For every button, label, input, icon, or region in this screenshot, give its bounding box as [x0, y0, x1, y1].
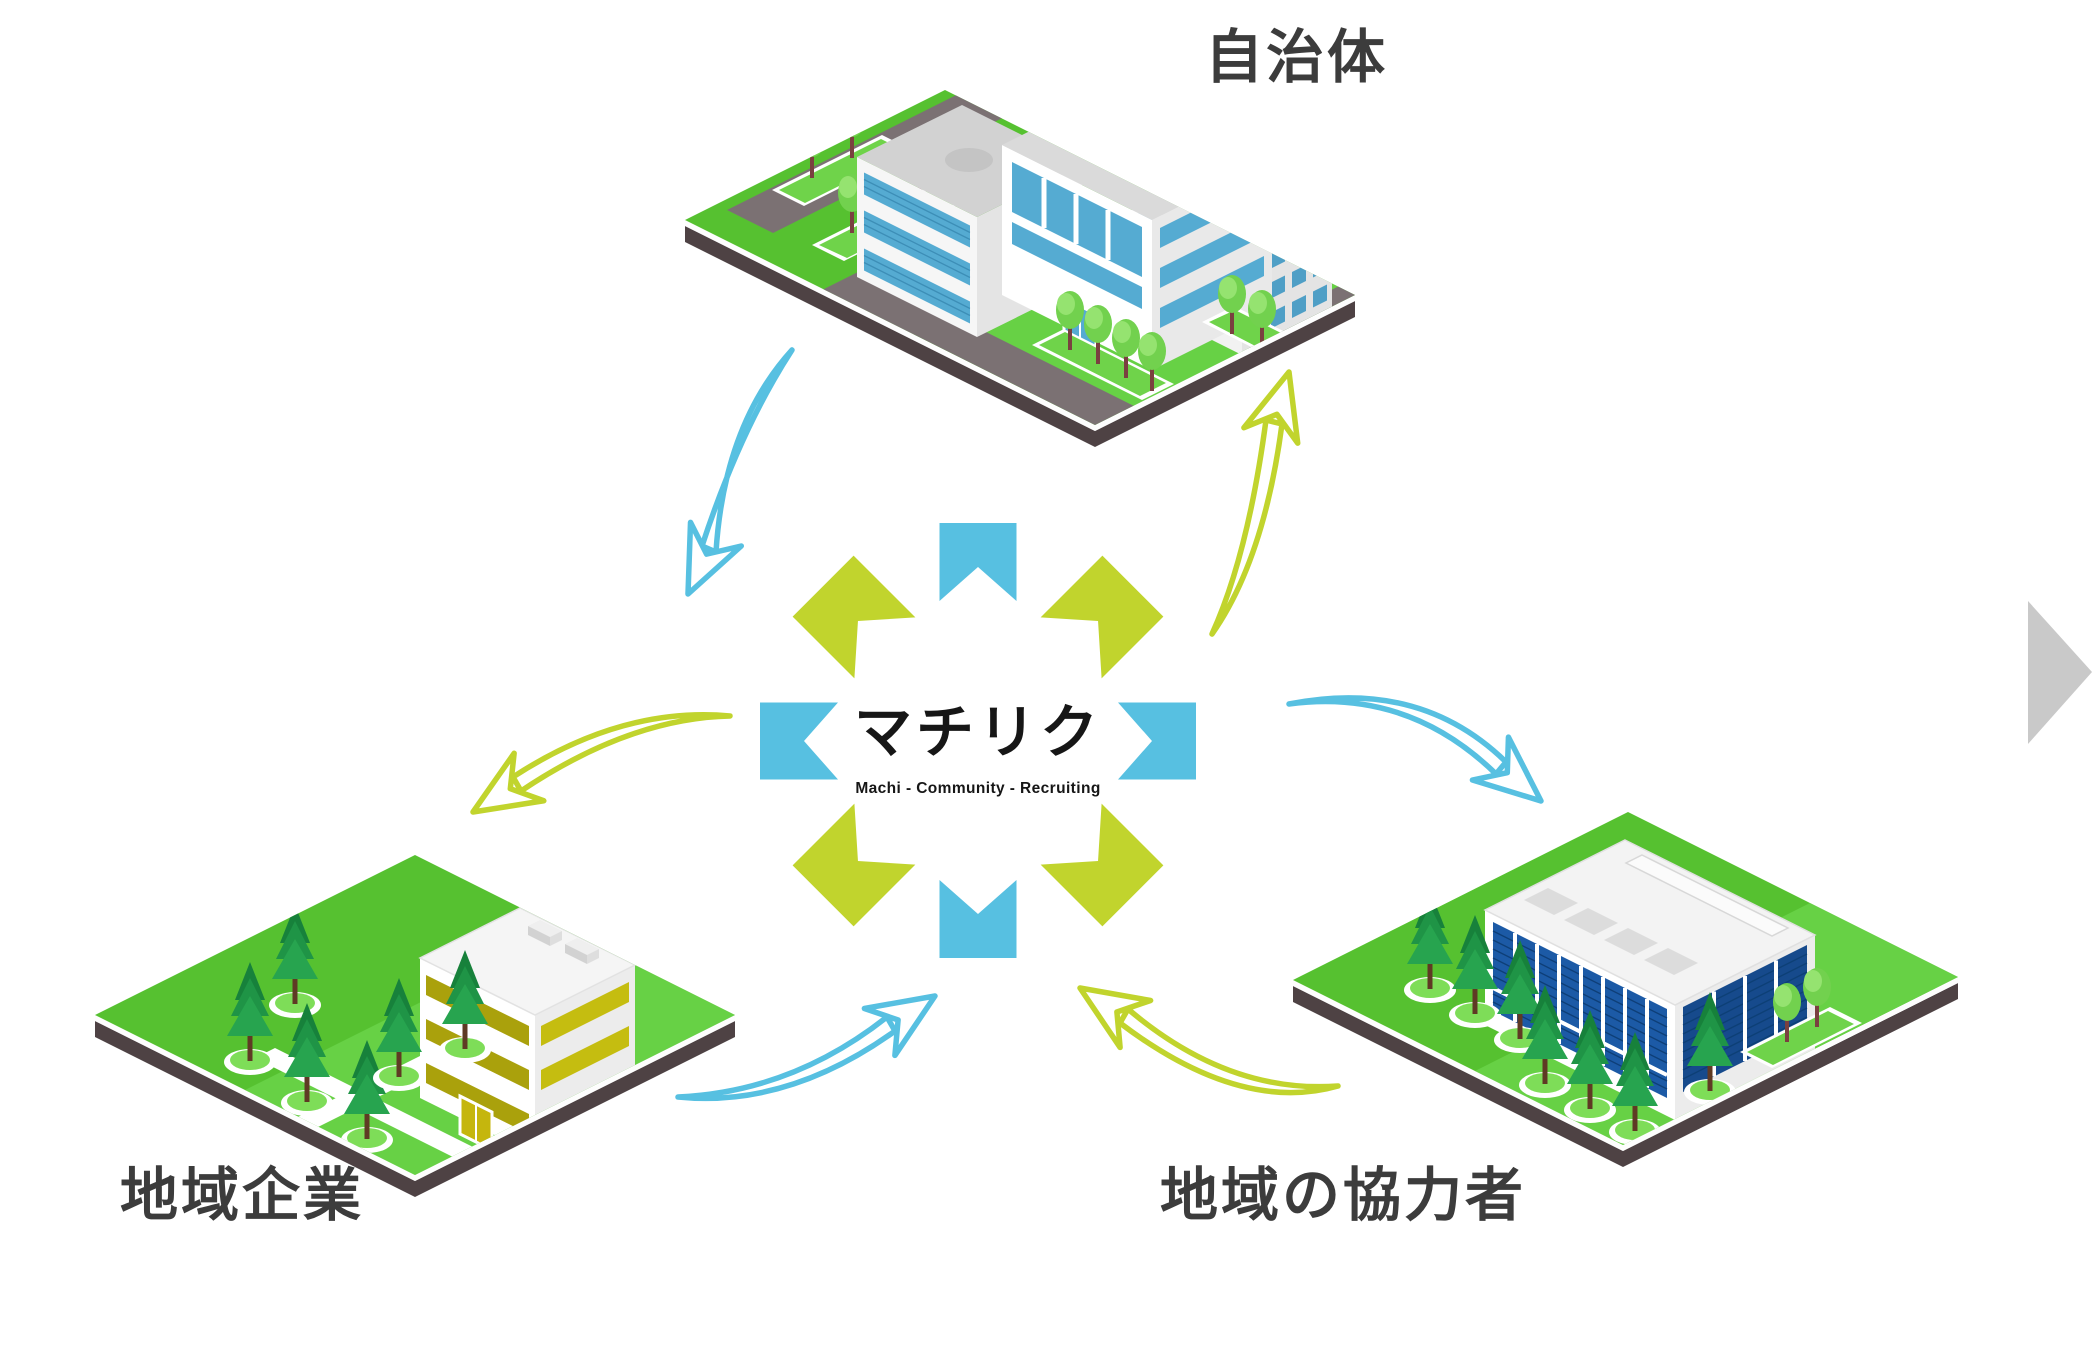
node-label-local-supporters: 地域の協力者	[1160, 1163, 1527, 1228]
node-label-local-companies: 地域企業	[120, 1163, 365, 1228]
machiriku-logo: マチリク Machi - Community - Recruiting	[760, 523, 1196, 958]
arrow-supporters-to-center	[1065, 965, 1341, 1096]
logo-wordmark: マチリク	[854, 700, 1102, 765]
arrow-center-to-municipality	[1209, 364, 1316, 637]
roof-skylights	[1524, 888, 1698, 975]
arrow-center-to-supporters	[1286, 695, 1559, 823]
arrow-center-to-companies	[458, 712, 733, 836]
illustration-municipality	[685, 90, 1355, 447]
illustration-local-supporters	[1293, 812, 1958, 1167]
arrow-municipality-to-center	[663, 347, 795, 606]
illustration-local-companies	[95, 855, 735, 1197]
platform-edge	[685, 226, 1355, 447]
logo-tagline: Machi - Community - Recruiting	[855, 780, 1100, 797]
planter	[1740, 968, 1862, 1068]
arrow-companies-to-center	[675, 973, 950, 1102]
node-label-municipality: 自治体	[1205, 25, 1389, 90]
carousel-next-icon[interactable]	[2028, 601, 2092, 744]
